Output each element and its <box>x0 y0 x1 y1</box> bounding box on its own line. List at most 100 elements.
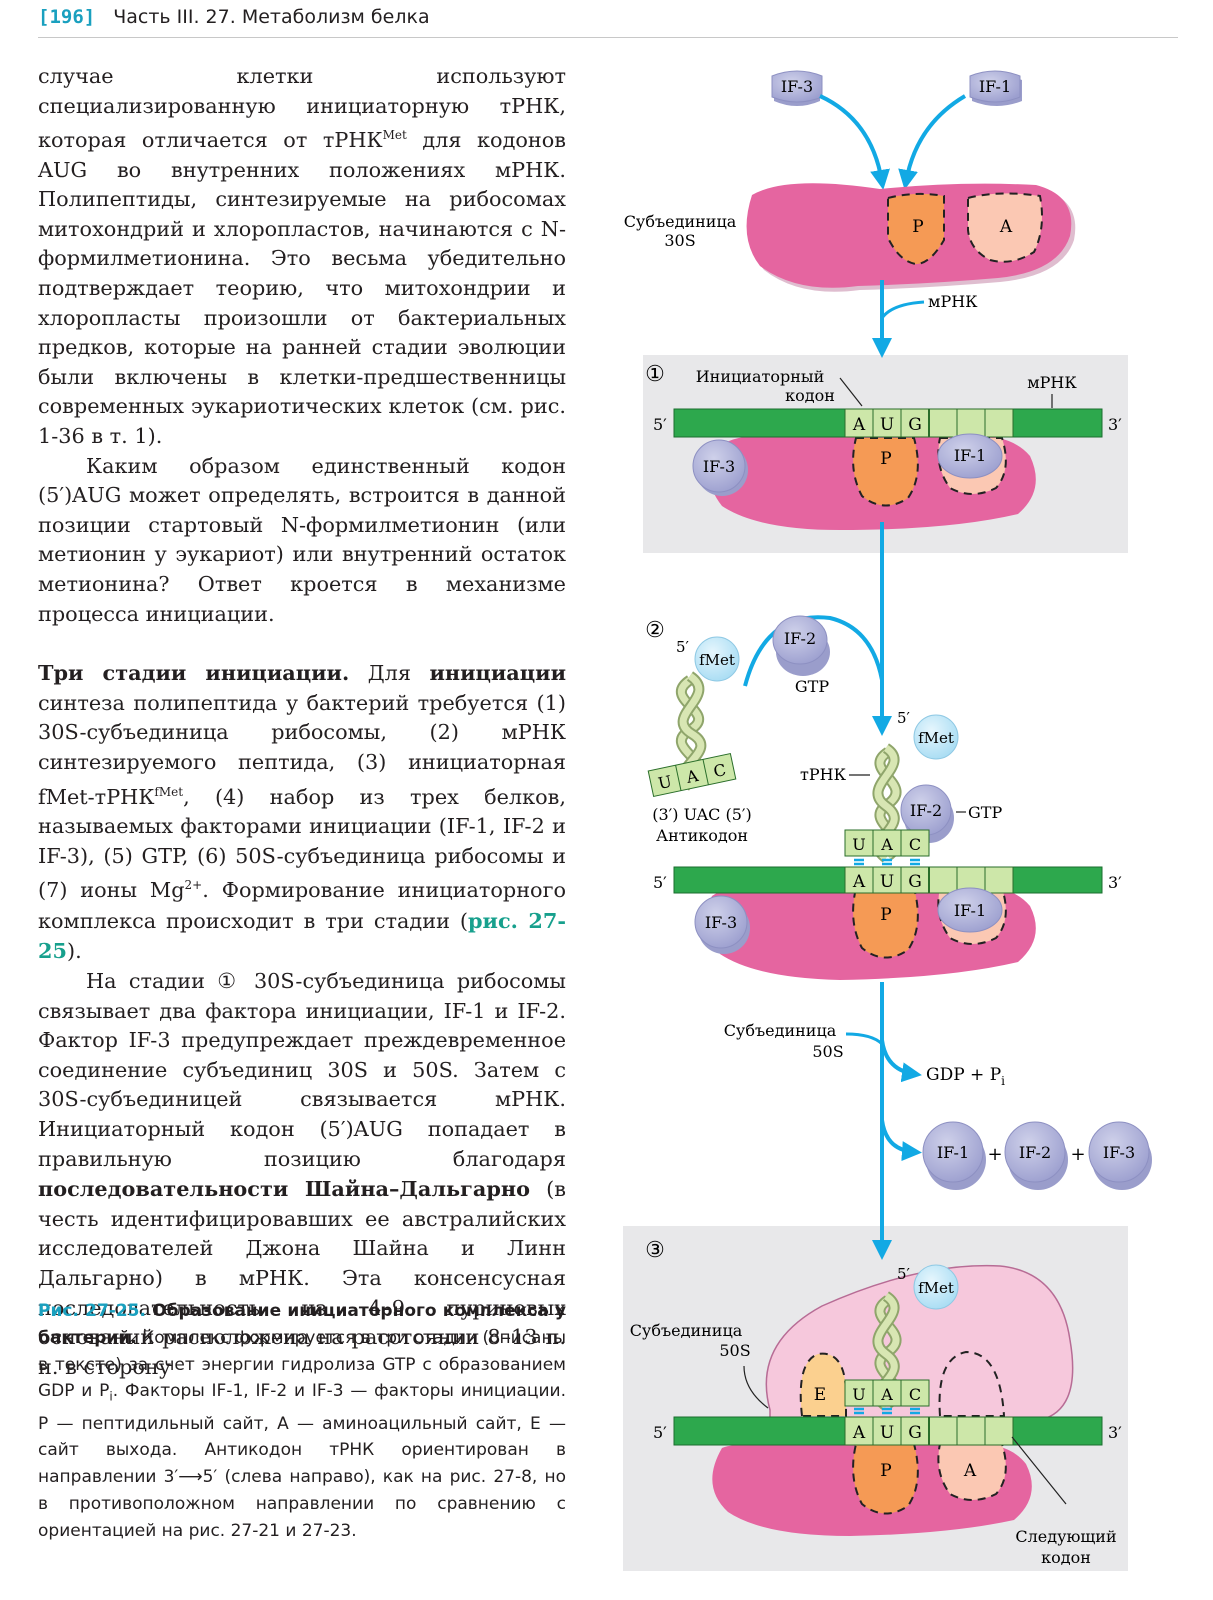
if3-released: IF-3 <box>1088 1121 1152 1190</box>
svg-text:A: A <box>880 835 893 854</box>
svg-text:5′: 5′ <box>653 873 667 892</box>
mrna-strand-3: A U G <box>673 1416 1103 1446</box>
svg-text:U: U <box>852 1385 865 1404</box>
stage-3-marker: ③ <box>645 1238 665 1263</box>
anticodon-stage-3: U A C <box>844 1379 930 1415</box>
svg-text:5′: 5′ <box>653 415 667 434</box>
svg-text:кодон: кодон <box>785 386 835 405</box>
svg-text:A: A <box>852 872 866 892</box>
svg-text:кодон: кодон <box>1041 1548 1091 1567</box>
mrna-strand-1: A U G <box>673 408 1103 438</box>
svg-text:IF-3: IF-3 <box>705 913 737 932</box>
svg-text:3′: 3′ <box>1108 1423 1122 1442</box>
trna-label: тРНК <box>800 765 847 784</box>
svg-text:30S: 30S <box>664 231 695 250</box>
svg-text:P: P <box>880 905 891 925</box>
svg-text:3′: 3′ <box>1108 873 1122 892</box>
svg-text:C: C <box>909 1385 921 1404</box>
svg-text:fMet: fMet <box>918 1279 954 1297</box>
if3-stage-1: IF-3 <box>692 439 748 496</box>
svg-text:A: A <box>852 415 866 435</box>
svg-text:5′: 5′ <box>653 1423 667 1442</box>
initiation-codon-label: Инициаторный <box>696 367 825 386</box>
subunit-30s-top: P A <box>746 183 1076 292</box>
svg-text:A: A <box>963 1461 977 1481</box>
ribosome-30s-stage-3: P A <box>712 1443 1032 1536</box>
svg-text:IF-3: IF-3 <box>781 77 813 96</box>
anticodon-label: (3′) UAC (5′) <box>652 805 752 824</box>
if3-stage-2: IF-3 <box>694 895 750 954</box>
if2-released: IF-2 <box>1004 1121 1068 1190</box>
svg-text:50S: 50S <box>812 1042 843 1061</box>
if2-free: IF-2 <box>772 615 830 676</box>
caption-label: Рис. 27-25. <box>38 1301 146 1321</box>
svg-text:IF-1: IF-1 <box>954 901 986 920</box>
svg-text:G: G <box>908 415 922 435</box>
figure-link[interactable]: рис. 27-25 <box>38 907 566 964</box>
mrna-label-1: мРНК <box>1027 373 1077 392</box>
svg-text:A: A <box>684 766 701 787</box>
svg-text:U: U <box>880 415 894 435</box>
header-rule <box>38 37 1178 38</box>
svg-text:5′: 5′ <box>897 1265 911 1283</box>
svg-text:A: A <box>880 1385 893 1404</box>
figure-caption: Рис. 27-25. Образование инициаторного ко… <box>38 1301 566 1541</box>
svg-text:IF-1: IF-1 <box>954 446 986 465</box>
svg-text:Антикодон: Антикодон <box>656 826 748 845</box>
running-header: [196] Часть III. 27. Метаболизм белка <box>38 6 430 28</box>
gtp-free-label: GTP <box>795 677 829 696</box>
if1-stage-2: IF-1 <box>937 887 1003 933</box>
anticodon-stage-2: U A C <box>844 829 930 866</box>
svg-text:IF-3: IF-3 <box>703 457 735 476</box>
svg-text:P: P <box>880 449 891 469</box>
if3-top: IF-3 <box>771 70 823 106</box>
svg-text:G: G <box>908 1423 922 1443</box>
svg-text:IF-1: IF-1 <box>979 77 1011 96</box>
svg-text:fMet: fMet <box>918 729 954 747</box>
svg-text:U: U <box>852 835 865 854</box>
free-trna: fMet 5′ U A C <box>647 636 740 798</box>
next-codon-label: Следующий <box>1015 1527 1116 1546</box>
paragraph-1: случае клетки используют специализирован… <box>38 64 566 449</box>
svg-text:+: + <box>987 1144 1002 1165</box>
paragraph-4: На стадии ① 30S-субъединица рибосомы свя… <box>38 968 567 1379</box>
svg-text:E: E <box>814 1385 826 1405</box>
body-text: случае клетки используют специализирован… <box>38 62 566 1382</box>
svg-text:A: A <box>852 1423 866 1443</box>
svg-text:P: P <box>880 1461 891 1481</box>
svg-text:IF-2: IF-2 <box>1019 1143 1051 1162</box>
svg-text:50S: 50S <box>719 1341 750 1360</box>
page-number: [196] <box>38 6 96 28</box>
stage-2-marker: ② <box>645 618 665 643</box>
subunit-30s-label: Субъединица <box>624 212 737 231</box>
svg-text:U: U <box>656 772 673 793</box>
svg-text:3′: 3′ <box>1108 415 1122 434</box>
svg-text:fMet: fMet <box>699 651 735 669</box>
svg-text:U: U <box>880 1423 894 1443</box>
if1-stage-1: IF-1 <box>937 433 1003 479</box>
svg-text:C: C <box>909 835 921 854</box>
stage-1-marker: ① <box>645 362 665 387</box>
if1-top: IF-1 <box>969 70 1022 106</box>
svg-text:+: + <box>1070 1144 1085 1165</box>
running-title: Часть III. 27. Метаболизм белка <box>113 6 430 28</box>
svg-text:IF-3: IF-3 <box>1103 1143 1135 1162</box>
subunit-50s-label: Субъединица <box>630 1321 743 1340</box>
svg-text:P: P <box>912 217 923 237</box>
svg-text:U: U <box>880 872 894 892</box>
gtp-bound-label: GTP <box>968 803 1002 822</box>
svg-text:IF-2: IF-2 <box>910 801 942 820</box>
subunit-50s-arrow-label: Субъединица <box>724 1021 837 1040</box>
mrna-arrow-label: мРНК <box>928 292 978 311</box>
if1-released: IF-1 <box>922 1121 986 1190</box>
svg-text:5′: 5′ <box>897 709 911 727</box>
svg-text:IF-2: IF-2 <box>784 629 816 648</box>
svg-text:A: A <box>999 217 1013 237</box>
paragraph-3: Три стадии инициации. Для инициации синт… <box>38 660 566 964</box>
svg-text:C: C <box>712 760 728 781</box>
gdp-label: GDP + Pi <box>926 1065 1005 1088</box>
mrna-strand-2: A U G <box>673 866 1103 894</box>
svg-text:5′: 5′ <box>676 638 690 656</box>
subunit-50s: E <box>765 1264 1074 1421</box>
